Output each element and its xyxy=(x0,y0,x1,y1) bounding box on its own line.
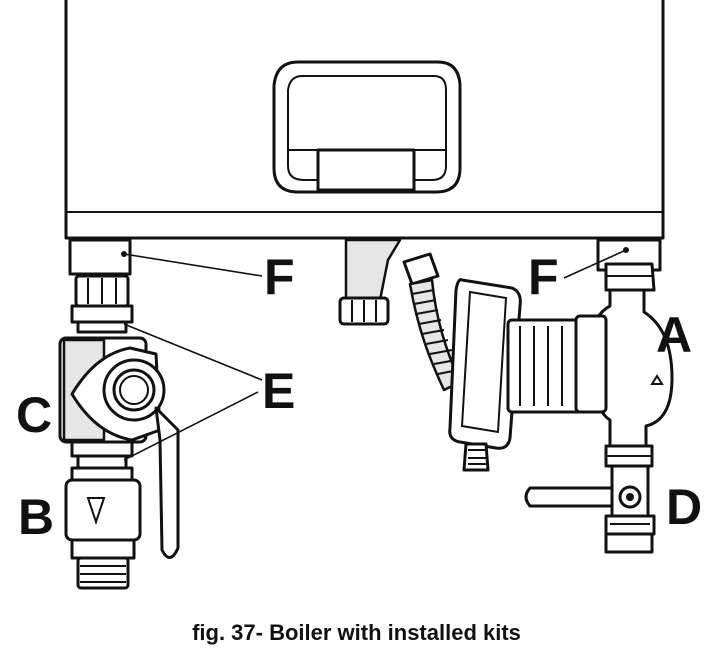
control-panel-window xyxy=(272,60,462,194)
valve-body-C xyxy=(58,336,180,559)
left-gasket-lower xyxy=(70,440,134,482)
label-E: E xyxy=(262,363,295,419)
flexible-hose xyxy=(402,252,462,392)
pump-body-A xyxy=(574,262,674,468)
label-B: B xyxy=(18,489,54,545)
label-F-right: F xyxy=(528,249,559,305)
figure-caption: fig. 37- Boiler with installed kits xyxy=(192,620,521,645)
left-gasket-upper xyxy=(70,304,134,334)
circulator-pump xyxy=(448,278,584,472)
leader-lines xyxy=(123,249,627,461)
filter-B xyxy=(64,478,142,590)
label-F-left: F xyxy=(264,249,295,305)
ball-valve-D xyxy=(524,464,656,554)
label-D: D xyxy=(666,479,702,535)
left-hex-nut xyxy=(74,274,130,308)
center-drain-fitting xyxy=(338,238,402,326)
label-A: A xyxy=(656,307,692,363)
label-C: C xyxy=(16,387,52,443)
boiler-foot-left xyxy=(68,238,132,276)
